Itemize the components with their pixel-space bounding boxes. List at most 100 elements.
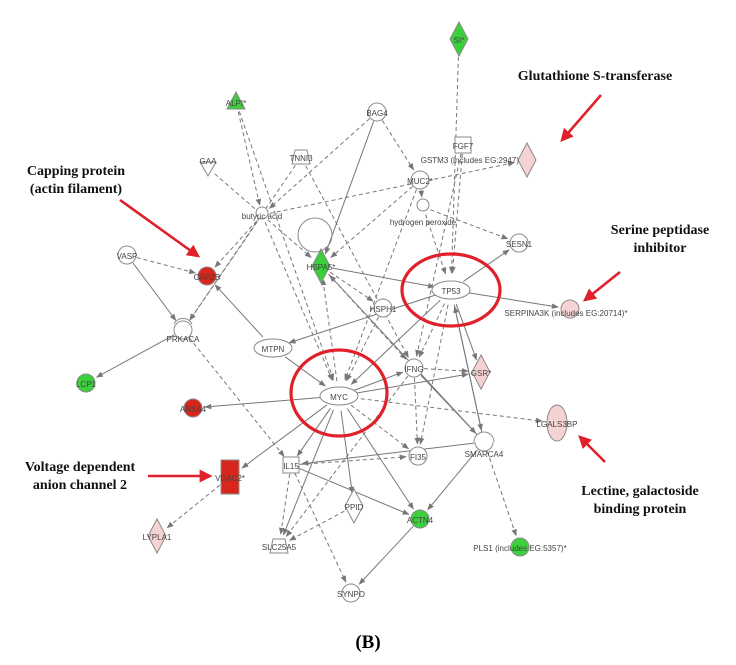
edge-HSPA5-TP53 — [331, 267, 435, 289]
edges-layer — [95, 49, 559, 585]
node-shape — [311, 247, 331, 285]
node-h2o2[interactable]: hydrogen peroxide — [390, 198, 457, 227]
edge-IL15-FI35 — [299, 454, 407, 465]
node-mtpn[interactable]: MTPN — [253, 338, 293, 358]
node-slc25a5[interactable]: SLC25A5 — [262, 538, 297, 554]
node-shape — [517, 141, 537, 179]
node-shape — [117, 245, 137, 265]
node-vdac2[interactable]: VDAC2* — [215, 459, 245, 495]
node-shape — [410, 170, 430, 190]
node-label: MTPN — [262, 345, 285, 354]
node-fgf7[interactable]: FGF7 — [453, 136, 474, 154]
node-ifng[interactable]: IFNG — [404, 358, 424, 378]
node-shape — [282, 456, 300, 474]
node-si[interactable]: SI* — [449, 20, 469, 58]
edge-VDAC2-LYPLA1 — [166, 484, 221, 529]
node-shape — [147, 517, 167, 555]
node-shape — [510, 537, 530, 557]
node-shape — [404, 358, 424, 378]
node-shape — [431, 280, 471, 300]
node-serpina3[interactable]: SERPINA3K (includes EG:20714)* — [504, 299, 628, 319]
node-shape — [410, 509, 430, 529]
node-bag4[interactable]: BAG4 — [366, 102, 388, 122]
node-label: MYC — [330, 393, 348, 402]
annotation-glutathione: Glutathione S-transferase — [518, 69, 672, 142]
node-alpi[interactable]: ALPI* — [226, 90, 246, 110]
node-lypla1[interactable]: LYPLA1 — [143, 517, 172, 555]
node-label: GSTM3 (includes EG:2947) — [421, 156, 520, 165]
node-label: SI* — [454, 36, 465, 45]
node-pls1[interactable]: PLS1 (includes EG:5357)* — [473, 537, 567, 557]
node-label: SLC25A5 — [262, 543, 297, 552]
node-label: hydrogen peroxide — [390, 218, 457, 227]
node-anxa4[interactable]: ANXA4 — [180, 398, 207, 418]
node-actn4[interactable]: ACTN4 — [407, 509, 434, 529]
annotation-line: Voltage dependent — [25, 460, 136, 475]
node-buty[interactable]: butyric acid — [242, 206, 282, 221]
node-gaa[interactable]: GAA — [199, 157, 218, 178]
edge-TP53-FI35 — [418, 304, 449, 445]
node-myc[interactable]: MYC — [319, 386, 359, 406]
node-label: ACTN4 — [407, 516, 434, 525]
edge-ACTN4-SYNPO — [358, 525, 414, 585]
node-vasp[interactable]: VASP — [117, 245, 138, 265]
edge-TP53-MYC — [350, 299, 441, 385]
node-hspa5[interactable]: HSPA5* — [297, 217, 336, 285]
node-label: HSPA5* — [307, 263, 336, 272]
node-label: BAG4 — [366, 109, 388, 118]
node-label: IFNG — [404, 365, 423, 374]
node-shape — [291, 149, 311, 165]
node-gsr[interactable]: GSR* — [471, 353, 491, 391]
node-shape — [416, 198, 430, 212]
node-synpo[interactable]: SYNPO — [337, 583, 365, 603]
node-shape — [253, 338, 293, 358]
edge-BUTY-CAPZB — [214, 220, 258, 268]
node-label: TP53 — [441, 287, 461, 296]
node-shape — [373, 298, 393, 318]
annotation-arrow — [560, 94, 602, 142]
node-fi35[interactable]: FI35 — [408, 446, 428, 466]
edge-IFNG-GSR — [423, 368, 469, 374]
node-sesn1[interactable]: SESN1 — [506, 233, 533, 253]
node-shape — [76, 373, 96, 393]
edge-TP53-MTPN — [288, 294, 437, 344]
node-label: SERPINA3K (includes EG:20714)* — [504, 309, 627, 318]
annotation-text: Capping protein(actin filament) — [27, 164, 125, 197]
edge-MYC-IL15 — [296, 408, 331, 457]
node-lcp1[interactable]: LCP1 — [76, 373, 97, 393]
node-lgals3bp[interactable]: LGALS3BP — [537, 404, 578, 442]
edge-VASP-CAPZB — [136, 257, 197, 275]
annotation-line: anion channel 2 — [33, 478, 127, 493]
edge-MYC-HSPA5 — [320, 278, 338, 382]
node-ppid[interactable]: PPID — [344, 487, 364, 525]
edge-ALPI-BUTY — [237, 111, 262, 206]
node-tp53[interactable]: TP53 — [431, 280, 471, 300]
node-label: MUC2* — [407, 177, 433, 186]
edge-TP53-IFNG — [418, 303, 446, 358]
node-label: CAPZB — [194, 273, 221, 282]
self-loop — [473, 431, 495, 443]
node-smarca4[interactable]: SMARCA4 — [465, 431, 504, 459]
edge-MYC-ANXA4 — [204, 396, 325, 410]
node-capzb[interactable]: CAPZB — [194, 266, 221, 286]
edge-SMARCA4-IL15 — [301, 442, 475, 466]
annotation-line: binding protein — [594, 502, 687, 517]
edge-IL15-SLC25A5 — [278, 473, 291, 535]
edge-PRKACA-IL15 — [188, 337, 285, 457]
edge-SMARCA4-PLS1 — [486, 451, 517, 537]
node-gstm3[interactable]: GSTM3 (includes EG:2947) — [421, 141, 537, 179]
node-il15[interactable]: IL15 — [282, 456, 300, 474]
node-hsph1[interactable]: HSPH1 — [370, 298, 397, 318]
edge-IFNG-FI35 — [413, 377, 420, 445]
node-muc2[interactable]: MUC2* — [407, 170, 433, 190]
node-prkaca[interactable]: PRKACA — [167, 317, 201, 344]
edge-HSPA5-HSPH1 — [329, 271, 374, 302]
node-label: GSR* — [471, 369, 491, 378]
node-tnni3[interactable]: TNNI3 — [289, 149, 313, 165]
edge-MUC2-H2O2 — [418, 189, 424, 198]
